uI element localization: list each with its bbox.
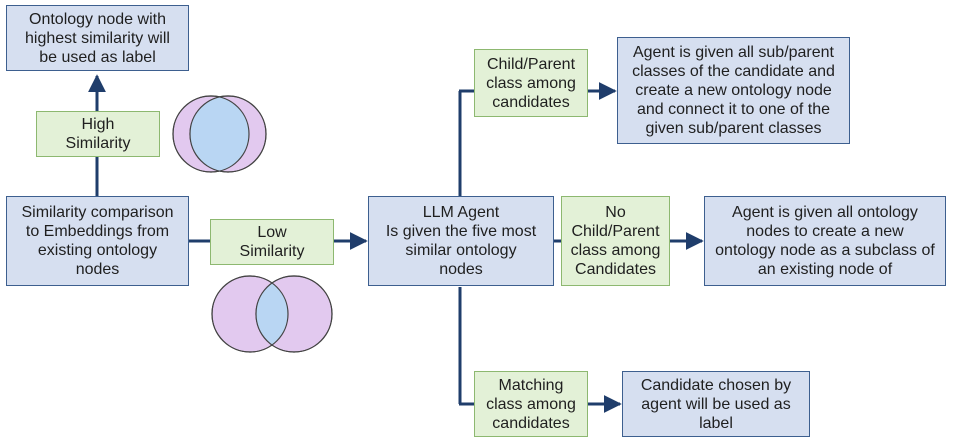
agent-sub-parent-line-1: Agent is given all sub/parent (632, 44, 834, 61)
llm-agent-line-2: Is given the five most (385, 223, 537, 240)
similarity-comparison-line-2: to Embeddings from (25, 223, 170, 240)
child-parent-line-2: class among (486, 74, 576, 92)
no-child-parent-line-2: Child/Parent (571, 223, 660, 240)
agent-new-node-line-1: Agent is given all ontology (732, 204, 918, 221)
low-similarity-venn-icon (211, 275, 333, 353)
similarity-comparison-line-4: nodes (75, 261, 120, 278)
agent-sub-parent-line-3: create a new ontology node (635, 82, 832, 99)
llm-agent-box: LLM Agent Is given the five most similar… (368, 196, 554, 286)
agent-new-node-line-3: ontology node as a subclass of (715, 242, 935, 259)
similarity-comparison-line-1: Similarity comparison (21, 204, 174, 221)
no-child-parent-line-4: Candidates (575, 261, 656, 278)
low-similarity-line-1: Low (257, 224, 287, 241)
label-output-line-3: be used as label (39, 48, 156, 66)
agent-new-node-box: Agent is given all ontology nodes to cre… (704, 196, 946, 286)
no-child-parent-line-1: No (605, 204, 626, 221)
label-output-line-1: Ontology node with (29, 10, 166, 28)
matching-class-line-1: Matching (498, 376, 564, 394)
similarity-comparison-line-3: existing ontology (37, 242, 158, 259)
agent-sub-parent-line-4: and connect it to one of the (636, 101, 831, 118)
child-parent-line-1: Child/Parent (486, 55, 576, 73)
similarity-comparison-box: Similarity comparison to Embeddings from… (6, 196, 189, 286)
low-similarity-line-2: Similarity (239, 243, 305, 260)
matching-class-line-3: candidates (492, 414, 570, 432)
agent-sub-parent-line-5: given sub/parent classes (645, 120, 822, 137)
child-parent-box: Child/Parent class among candidates (474, 49, 588, 117)
label-output-line-2: highest similarity will (25, 29, 170, 47)
matching-class-box: Matching class among candidates (474, 371, 588, 437)
low-similarity-box: Low Similarity (210, 219, 334, 265)
agent-new-node-line-2: nodes to create a new (746, 223, 904, 240)
candidate-chosen-box: Candidate chosen by agent will be used a… (622, 371, 810, 437)
no-child-parent-line-3: class among (570, 242, 661, 259)
agent-sub-parent-box: Agent is given all sub/parent classes of… (617, 37, 850, 144)
child-parent-line-3: candidates (492, 93, 570, 111)
high-similarity-line-2: Similarity (65, 135, 131, 152)
candidate-chosen-line-1: Candidate chosen by (640, 376, 792, 394)
llm-agent-line-3: similar ontology (405, 242, 517, 259)
high-similarity-venn-icon (172, 95, 267, 173)
matching-class-line-2: class among (486, 395, 576, 413)
candidate-chosen-line-3: label (699, 414, 733, 432)
llm-agent-line-4: nodes (439, 261, 483, 278)
no-child-parent-box: No Child/Parent class among Candidates (561, 196, 670, 286)
agent-new-node-line-4: an existing node of (757, 261, 893, 278)
candidate-chosen-line-2: agent will be used as (641, 395, 791, 413)
high-similarity-line-1: High (81, 116, 115, 133)
high-similarity-box: High Similarity (36, 111, 160, 157)
llm-agent-line-1: LLM Agent (422, 204, 500, 221)
label-output-box: Ontology node with highest similarity wi… (6, 5, 189, 71)
agent-sub-parent-line-2: classes of the candidate and (632, 63, 835, 80)
